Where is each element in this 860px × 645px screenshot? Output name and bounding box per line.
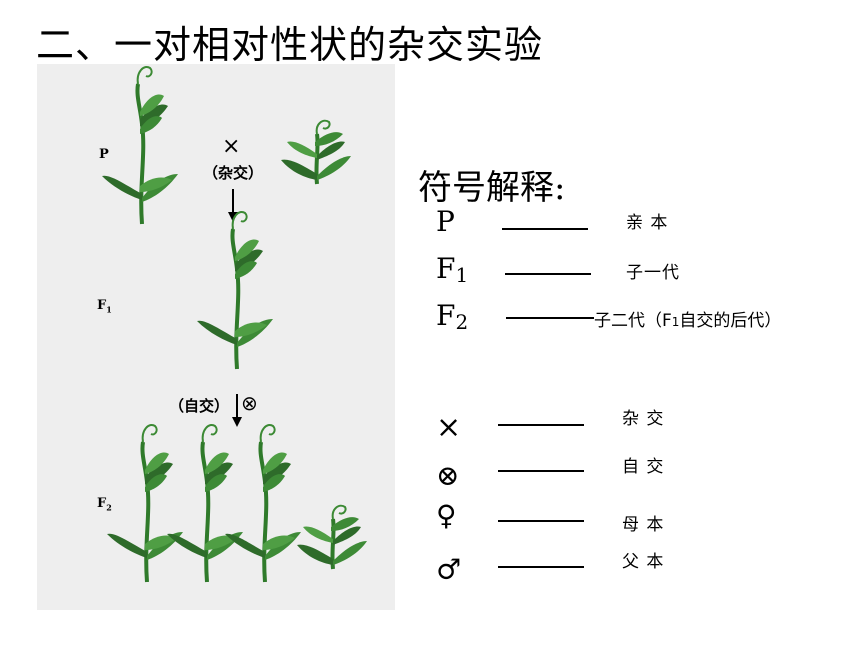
legend-symbol-f2: F2 xyxy=(436,299,469,334)
self-cross-symbol: ⊗ xyxy=(241,391,258,415)
legend-symbol-f1-letter: F xyxy=(436,252,456,285)
page-title: 二、一对相对性状的杂交实验 xyxy=(36,23,544,67)
legend-meaning-f1: 子一代 xyxy=(626,263,680,283)
legend-symbol-f1-sub: 1 xyxy=(455,263,469,287)
legend-meaning-f2: 子二代（F1自交的后代） xyxy=(594,306,781,331)
legend-symbol-female: ♀ xyxy=(436,499,457,532)
generation-label-f1-sub: 1 xyxy=(106,304,112,315)
legend-rule xyxy=(498,566,584,568)
legend-symbol-cross: × xyxy=(436,410,462,445)
generation-label-f1: F1 xyxy=(97,298,112,315)
legend-rule xyxy=(506,317,594,319)
legend-heading: 符号解释: xyxy=(418,168,566,208)
legend-meaning-f2-prefix: 子二代（F xyxy=(594,311,672,331)
legend-meaning-self: 自 交 xyxy=(622,457,665,477)
legend-meaning-female: 母 本 xyxy=(622,515,665,535)
pea-plants-illustration xyxy=(100,64,369,584)
legend-rule xyxy=(498,424,584,426)
self-cross-label: （自交） xyxy=(169,397,230,415)
cross-label: （杂交） xyxy=(203,164,264,182)
generation-label-f2-letter: F xyxy=(97,496,107,511)
legend-rule xyxy=(505,273,591,275)
legend-symbol-f2-letter: F xyxy=(436,299,456,332)
legend-symbol-p: P xyxy=(436,205,455,238)
legend-meaning-male: 父 本 xyxy=(622,552,665,572)
legend-meaning-cross: 杂 交 xyxy=(622,409,665,429)
legend-rule xyxy=(498,470,584,472)
generation-label-f1-letter: F xyxy=(97,298,107,313)
legend-meaning-parent: 亲 本 xyxy=(626,213,669,233)
generation-label-f2: F2 xyxy=(97,496,112,513)
legend-symbol-male: ♂ xyxy=(436,553,462,586)
legend-rule xyxy=(498,520,584,522)
legend-symbol-f2-sub: 2 xyxy=(455,310,469,334)
legend-rule xyxy=(502,228,588,230)
legend-symbol-f1: F1 xyxy=(436,252,469,287)
cross-diagram-figure: P F1 F2 × （杂交） （自交） ⊗ xyxy=(37,64,395,610)
legend-symbol-self: ⊗ xyxy=(436,459,460,492)
legend-meaning-f2-suffix: 自交的后代） xyxy=(679,311,782,331)
cross-symbol: × xyxy=(222,134,241,159)
legend-meaning-f2-sub: 1 xyxy=(671,315,680,329)
generation-label-f2-sub: 2 xyxy=(106,502,112,513)
generation-label-p: P xyxy=(99,147,109,162)
